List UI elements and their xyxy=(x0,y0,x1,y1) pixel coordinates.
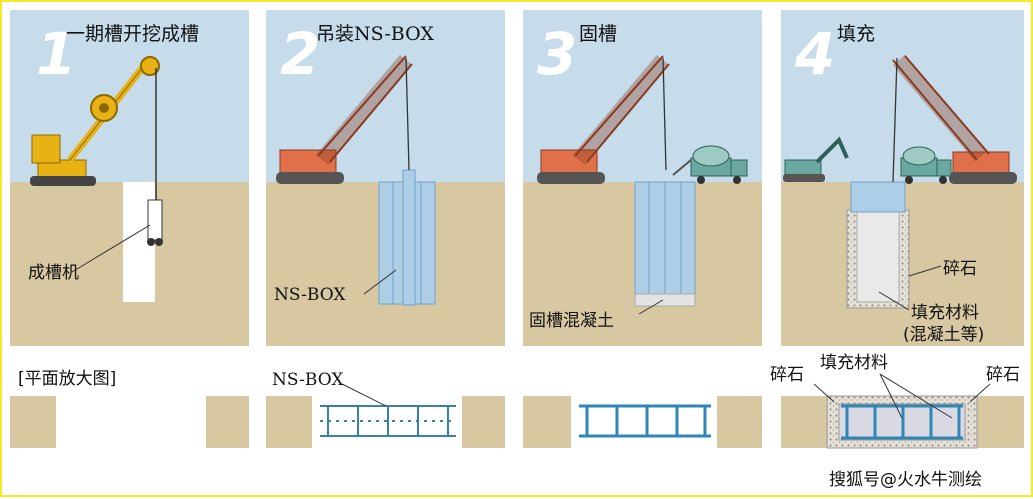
gravel-label: 碎石 xyxy=(943,259,977,279)
fill-label-note: (混凝土等) xyxy=(903,325,984,345)
step-number: 3 xyxy=(537,20,577,88)
step-number: 4 xyxy=(794,20,835,88)
step-title: 吊装NS-BOX xyxy=(316,23,434,45)
crawler-crane-icon xyxy=(276,54,413,184)
fill-label: 填充材料 xyxy=(911,303,979,323)
ns-box-section-icon xyxy=(841,404,963,440)
panel-4: 4 填充 碎石 填充材料 (混凝土等) xyxy=(781,10,1024,346)
step-title: 一期槽开挖成槽 xyxy=(66,23,199,45)
ns-box-section-icon xyxy=(320,405,456,437)
step-number: 2 xyxy=(280,20,320,88)
ns-box-section-icon xyxy=(579,404,711,438)
plan-view-3 xyxy=(523,396,762,448)
trench-cutter-icon xyxy=(30,55,163,246)
excavator-icon xyxy=(783,136,849,182)
step-title: 填充 xyxy=(837,23,875,45)
concrete-fill xyxy=(856,209,900,303)
concrete-label: 固槽混凝土 xyxy=(529,311,614,331)
plan-title: [平面放大图] xyxy=(18,369,116,389)
plan-view-1 xyxy=(10,396,249,448)
mixer-truck-icon xyxy=(672,145,748,184)
plan-fill-label: 填充材料 xyxy=(820,353,888,373)
cutter-label: 成槽机 xyxy=(28,263,79,283)
plan-view-4 xyxy=(781,395,1024,449)
mixer-truck-icon xyxy=(900,146,952,184)
crawler-crane-icon xyxy=(892,54,1017,184)
plan-view-2 xyxy=(266,396,505,448)
panel-2: 2 吊装NS-BOX NS-BOX xyxy=(266,10,505,346)
crawler-crane-icon xyxy=(537,54,670,184)
concrete-base xyxy=(634,293,696,307)
plan-ns-box-label: NS-BOX xyxy=(272,370,344,390)
plan-gravel-left-label: 碎石 xyxy=(770,365,804,385)
ns-box-leader xyxy=(341,383,387,407)
watermark: 搜狐号@火水牛测绘 xyxy=(829,470,982,490)
ns-box-label: NS-BOX xyxy=(274,285,346,305)
step-number: 1 xyxy=(36,20,76,88)
plan-gravel-right-label: 碎石 xyxy=(986,365,1020,385)
panel-3: 3 固槽 固槽混凝土 xyxy=(523,10,762,346)
step-title: 固槽 xyxy=(579,23,617,45)
panel-1: 1 一期槽开挖成槽 成槽机 xyxy=(10,10,249,346)
